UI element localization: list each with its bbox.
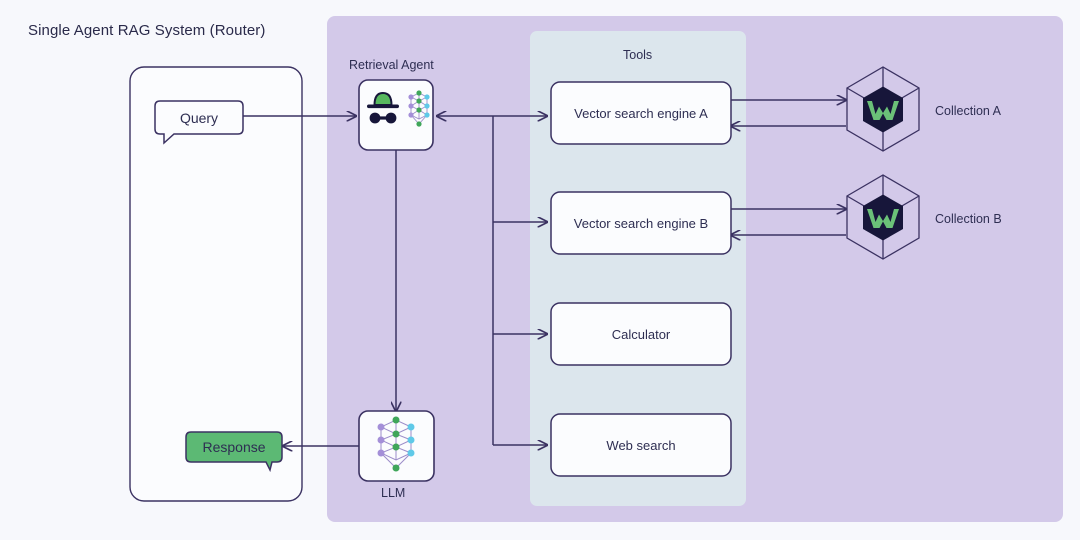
response-bubble[interactable]: [185, 431, 283, 473]
llm-label: LLM: [381, 486, 406, 500]
query-bubble[interactable]: [154, 100, 244, 145]
client-container: [129, 66, 303, 502]
weaviate-logo-collection-b: [863, 194, 903, 241]
spy-agent-icon: [367, 92, 399, 124]
tool-box-web-search[interactable]: [550, 413, 732, 477]
retrieval-agent-label: Retrieval Agent: [349, 58, 434, 72]
tool-box-calculator[interactable]: [550, 302, 732, 366]
tool-box-vector-search-engine-a[interactable]: [550, 81, 732, 145]
agent-neural-network-icon: [408, 90, 430, 127]
weaviate-logo-collection-a: [863, 86, 903, 133]
page-title: Single Agent RAG System (Router): [28, 22, 266, 39]
tool-box-vector-search-engine-b[interactable]: [550, 191, 732, 255]
tools-panel: [530, 31, 746, 506]
collection-b-label: Collection B: [935, 212, 1002, 226]
neural-network-icon: [377, 416, 415, 472]
collection-a-label: Collection A: [935, 104, 1002, 118]
tools-panel-label: Tools: [623, 48, 653, 62]
retrieval-agent-node[interactable]: [358, 79, 434, 151]
